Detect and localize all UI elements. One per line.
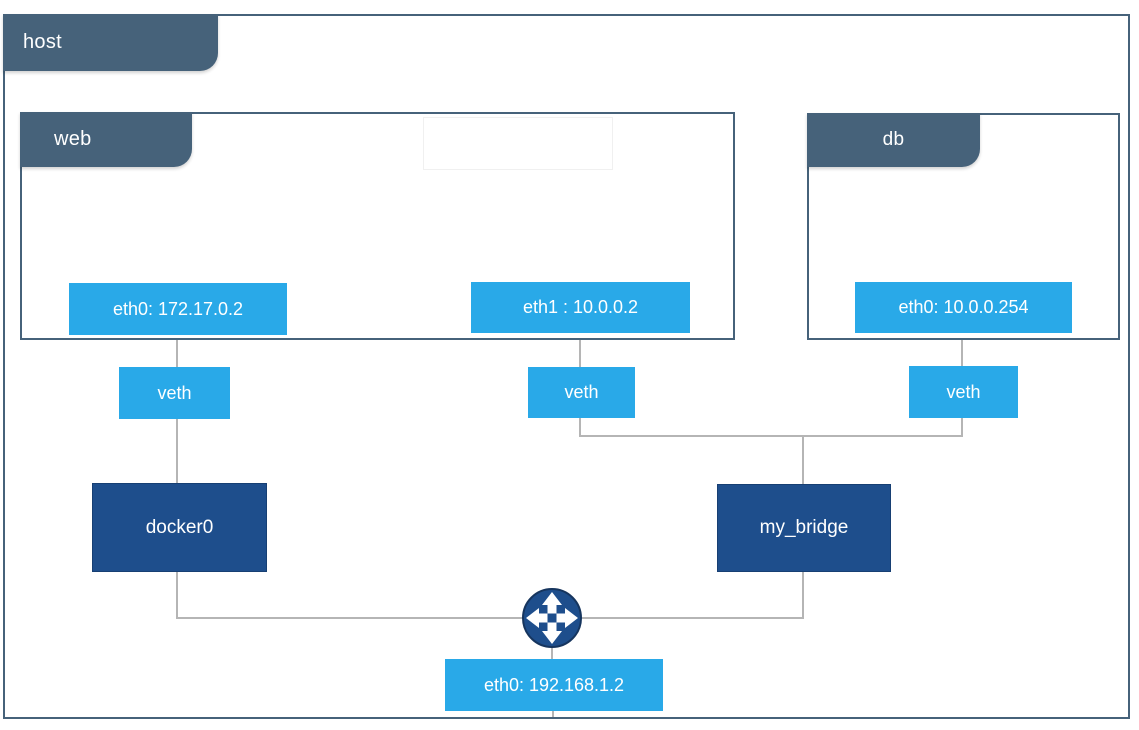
db-title: db (882, 129, 905, 150)
router-icon (520, 586, 584, 650)
web-tab: web (20, 112, 192, 167)
veth-web-eth0: veth (119, 367, 230, 419)
interface-web-eth0: eth0: 172.17.0.2 (69, 283, 287, 335)
erased-patch (423, 117, 613, 170)
interface-web-eth1: eth1 : 10.0.0.2 (471, 282, 690, 333)
host-title: host (23, 31, 63, 53)
interface-host-eth0: eth0: 192.168.1.2 (445, 659, 663, 711)
connector-line-router-to-host-eth0 (551, 646, 553, 659)
veth-db-eth0: veth (909, 366, 1018, 418)
db-tab: db (807, 113, 980, 167)
host-tab: host (3, 14, 218, 71)
connector-line-my-bridge-down (802, 572, 804, 619)
bridge-docker0: docker0 (92, 483, 267, 572)
connector-line-web-eth0-to-veth (176, 335, 178, 367)
connector-line-docker0-to-my-bridge (176, 617, 804, 619)
connector-line-bus-to-my-bridge (802, 435, 804, 484)
connector-line-veth-bus (579, 435, 963, 437)
connector-line-docker0-down (176, 572, 178, 619)
connector-line-db-eth0-to-veth (961, 333, 963, 366)
connector-line-host-eth0-down (552, 711, 554, 719)
four-way-arrows-icon (522, 588, 582, 648)
connector-line-veth-mid-down (579, 418, 581, 437)
interface-db-eth0: eth0: 10.0.0.254 (855, 282, 1072, 333)
connector-line-veth-right-down (961, 418, 963, 437)
connector-line-veth-to-docker0 (176, 419, 178, 483)
web-title: web (54, 128, 92, 150)
host-container-box (3, 14, 1130, 719)
veth-web-eth1: veth (528, 367, 635, 418)
connector-line-web-eth1-to-veth (579, 333, 581, 367)
bridge-my-bridge: my_bridge (717, 484, 891, 572)
